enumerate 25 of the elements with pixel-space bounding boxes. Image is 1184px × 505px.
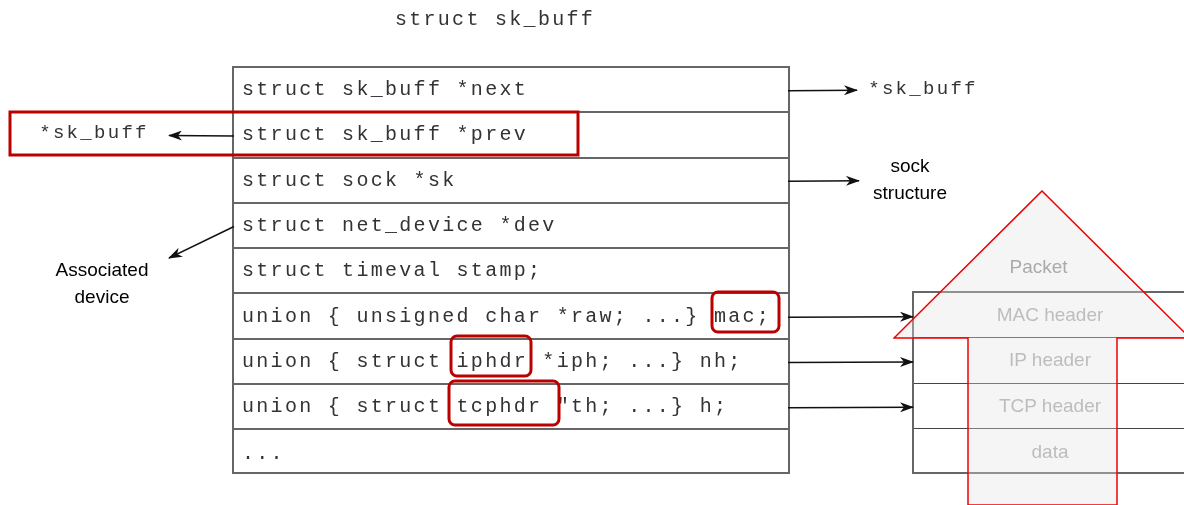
- arrow: [787, 402, 914, 413]
- arrow: [168, 130, 235, 141]
- packet-layer-row: IP header: [914, 338, 1184, 384]
- caption-text: Associated device: [36, 256, 168, 310]
- arrow: [787, 311, 914, 322]
- struct-field-row: struct sock *sk: [234, 158, 788, 204]
- packet-layer-row: data: [914, 428, 1184, 475]
- struct-field-row: struct net_device *dev: [234, 203, 788, 250]
- struct-field-row: struct timeval stamp;: [234, 249, 788, 295]
- packet-layer-row: MAC header: [914, 293, 1184, 339]
- struct-table: [232, 66, 790, 474]
- struct-field-row: struct sk_buff *next: [234, 68, 788, 114]
- packet-layer-row: TCP header: [914, 383, 1184, 429]
- struct-field-row: union { struct iphdr *iph; ...} nh;: [234, 339, 788, 386]
- diagram-title: struct sk_buff: [393, 8, 597, 31]
- arrow: [787, 85, 858, 96]
- struct-field-row: ...: [234, 430, 788, 476]
- arrow: [787, 357, 914, 367]
- caption-text: sock structure: [860, 152, 960, 206]
- struct-field-row: union { unsigned char *raw; ...} mac;: [234, 294, 788, 340]
- pointer-label: *sk_buff: [20, 120, 168, 146]
- arrow: [787, 175, 860, 186]
- arrow: [168, 225, 235, 259]
- struct-field-row: struct sk_buff *prev: [234, 113, 788, 159]
- pointer-label: *sk_buff: [858, 76, 988, 102]
